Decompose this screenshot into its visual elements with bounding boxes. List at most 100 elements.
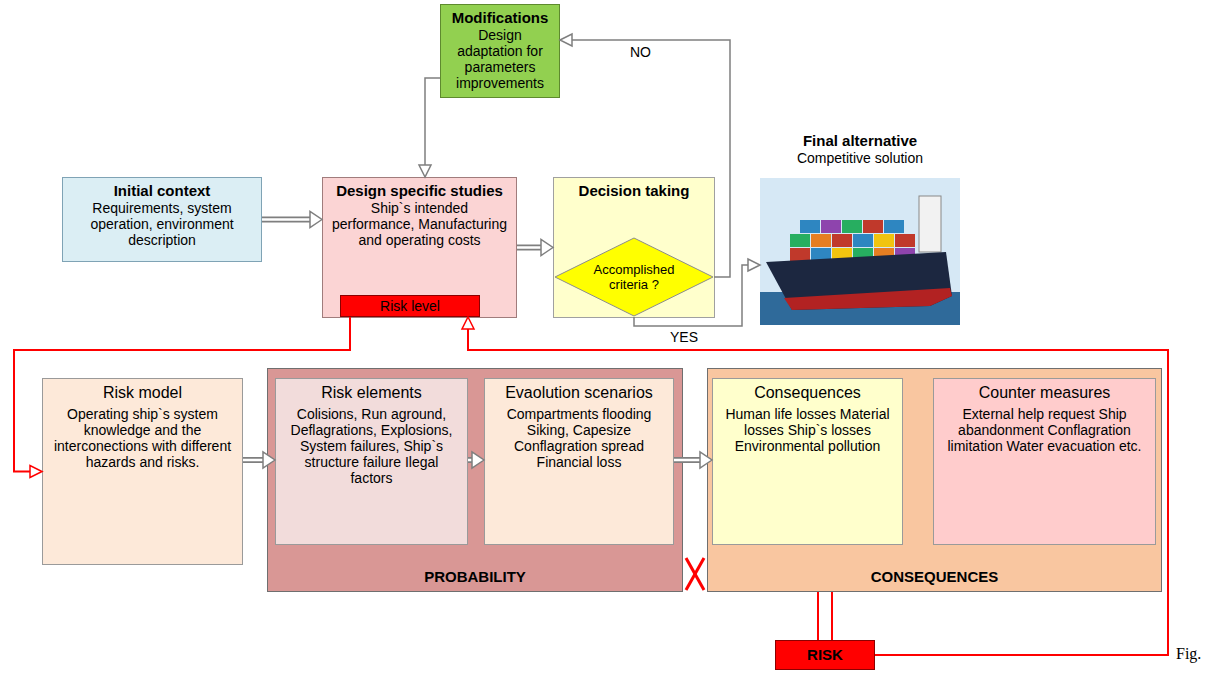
final-alternative: Final alternativeCompetitive solution xyxy=(760,128,960,325)
connector-line xyxy=(14,317,350,472)
node-heading: Modifications xyxy=(447,9,553,27)
text-group: Final alternativeCompetitive solution xyxy=(766,132,954,166)
text-group: Design specific studiesShip`s intended p… xyxy=(329,182,510,248)
connector-line xyxy=(634,265,748,326)
connector-line xyxy=(517,245,541,251)
node-label: Risk level xyxy=(345,298,475,314)
arrowhead xyxy=(472,452,484,468)
process-box: Counter measuresExternal help request Sh… xyxy=(933,378,1156,545)
node-label: CONSEQUENCES xyxy=(708,568,1161,586)
connector xyxy=(674,452,712,468)
connector-inner xyxy=(517,246,541,249)
node-heading: Risk elements xyxy=(282,383,461,402)
hull-stripe xyxy=(784,288,952,310)
process-box: Initial contextRequirements, system oper… xyxy=(62,177,262,262)
text-group: ModificationsDesign adaptation for param… xyxy=(447,9,553,91)
ship-bridge xyxy=(919,196,941,252)
cross-stroke xyxy=(686,558,704,590)
connector xyxy=(560,34,730,277)
arrowhead xyxy=(419,165,431,177)
node-body: Colisions, Run aground, Deflagrations, E… xyxy=(282,406,461,486)
node-heading: Consequences xyxy=(719,383,896,402)
text-group: Accomplished criteria ? xyxy=(584,237,684,317)
text-group: RISK xyxy=(780,646,870,664)
container xyxy=(790,248,810,261)
connector-line xyxy=(468,329,1168,655)
node-label: RISK xyxy=(780,646,870,664)
container xyxy=(821,220,841,233)
connector xyxy=(468,452,484,468)
container xyxy=(853,234,873,247)
connector xyxy=(634,259,760,326)
text-group: Evaolution scenariosCompartments floodin… xyxy=(491,383,667,470)
connector-line xyxy=(425,78,440,165)
container xyxy=(832,234,852,247)
connector-line xyxy=(817,592,833,640)
node-body: Compartments flooding Siking, Capesize C… xyxy=(491,406,667,470)
arrowhead xyxy=(748,259,760,271)
node-body: Human life losses Material losses Ship`s… xyxy=(719,406,896,454)
connector xyxy=(14,317,350,478)
container xyxy=(800,220,820,233)
node-body: Ship`s intended performance, Manufacturi… xyxy=(329,200,510,248)
process-box: Risk modelOperating ship`s system knowle… xyxy=(42,378,243,565)
text-group: PROBABILITY xyxy=(268,568,682,586)
arrowhead xyxy=(560,34,572,46)
node-heading: Risk model xyxy=(49,383,236,402)
node-label: Decision taking xyxy=(560,182,708,200)
node-body: Requirements, system operation, environm… xyxy=(69,200,255,248)
container xyxy=(884,220,904,233)
process-box: ConsequencesHuman life losses Material l… xyxy=(712,378,903,545)
connector-inner xyxy=(262,218,310,221)
process-box: ModificationsDesign adaptation for param… xyxy=(440,4,560,98)
connector-line xyxy=(674,457,700,463)
arrowhead xyxy=(263,452,275,468)
container xyxy=(790,234,810,247)
decision-diamond: Accomplished criteria ? xyxy=(554,237,714,317)
diamond-shape xyxy=(555,238,713,316)
node-heading: Design specific studies xyxy=(329,182,510,200)
decision-box: Decision takingAccomplished criteria ? xyxy=(553,177,715,318)
node-heading: Evaolution scenarios xyxy=(491,383,667,402)
risk-box: RISK xyxy=(775,640,875,670)
process-box: Evaolution scenariosCompartments floodin… xyxy=(484,378,674,545)
container xyxy=(811,234,831,247)
node-body: External help request Ship abandonment C… xyxy=(940,406,1149,454)
connector-inner xyxy=(819,592,831,640)
node-heading: Counter measures xyxy=(940,383,1149,402)
arrowhead xyxy=(310,212,322,228)
group-band: CONSEQUENCES ConsequencesHuman life losse… xyxy=(707,368,1162,592)
connector-line xyxy=(572,40,730,277)
node-heading: Initial context xyxy=(69,182,255,200)
node-heading: Final alternative xyxy=(766,132,954,150)
group-band: PROBABILITY Risk elementsColisions, Run a… xyxy=(267,368,683,592)
ship-illustration xyxy=(760,178,960,325)
connector xyxy=(462,317,1168,655)
arrowhead xyxy=(30,466,42,478)
text-group: Risk elementsColisions, Run aground, Def… xyxy=(282,383,461,486)
connector xyxy=(517,240,553,256)
connector xyxy=(419,78,440,177)
node-body: Design adaptation for parameters improve… xyxy=(447,27,553,91)
container xyxy=(863,220,883,233)
text-group: ConsequencesHuman life losses Material l… xyxy=(719,383,896,454)
arrowhead xyxy=(541,240,553,256)
text-group: Decision taking xyxy=(560,182,708,200)
cross-stroke xyxy=(686,558,704,590)
connector xyxy=(825,592,826,640)
connector-inner xyxy=(243,459,263,462)
process-box: Design specific studiesShip`s intended p… xyxy=(322,177,517,318)
edge-label: NO xyxy=(628,44,653,60)
text-group: Initial contextRequirements, system oper… xyxy=(69,182,255,248)
arrowhead xyxy=(700,452,712,468)
connector xyxy=(262,212,322,228)
multiply-symbol xyxy=(686,558,704,590)
text-group: Counter measuresExternal help request Sh… xyxy=(940,383,1149,454)
edge-label: YES xyxy=(668,329,700,345)
connector xyxy=(243,452,275,468)
node-label: PROBABILITY xyxy=(268,568,682,586)
container xyxy=(895,234,915,247)
